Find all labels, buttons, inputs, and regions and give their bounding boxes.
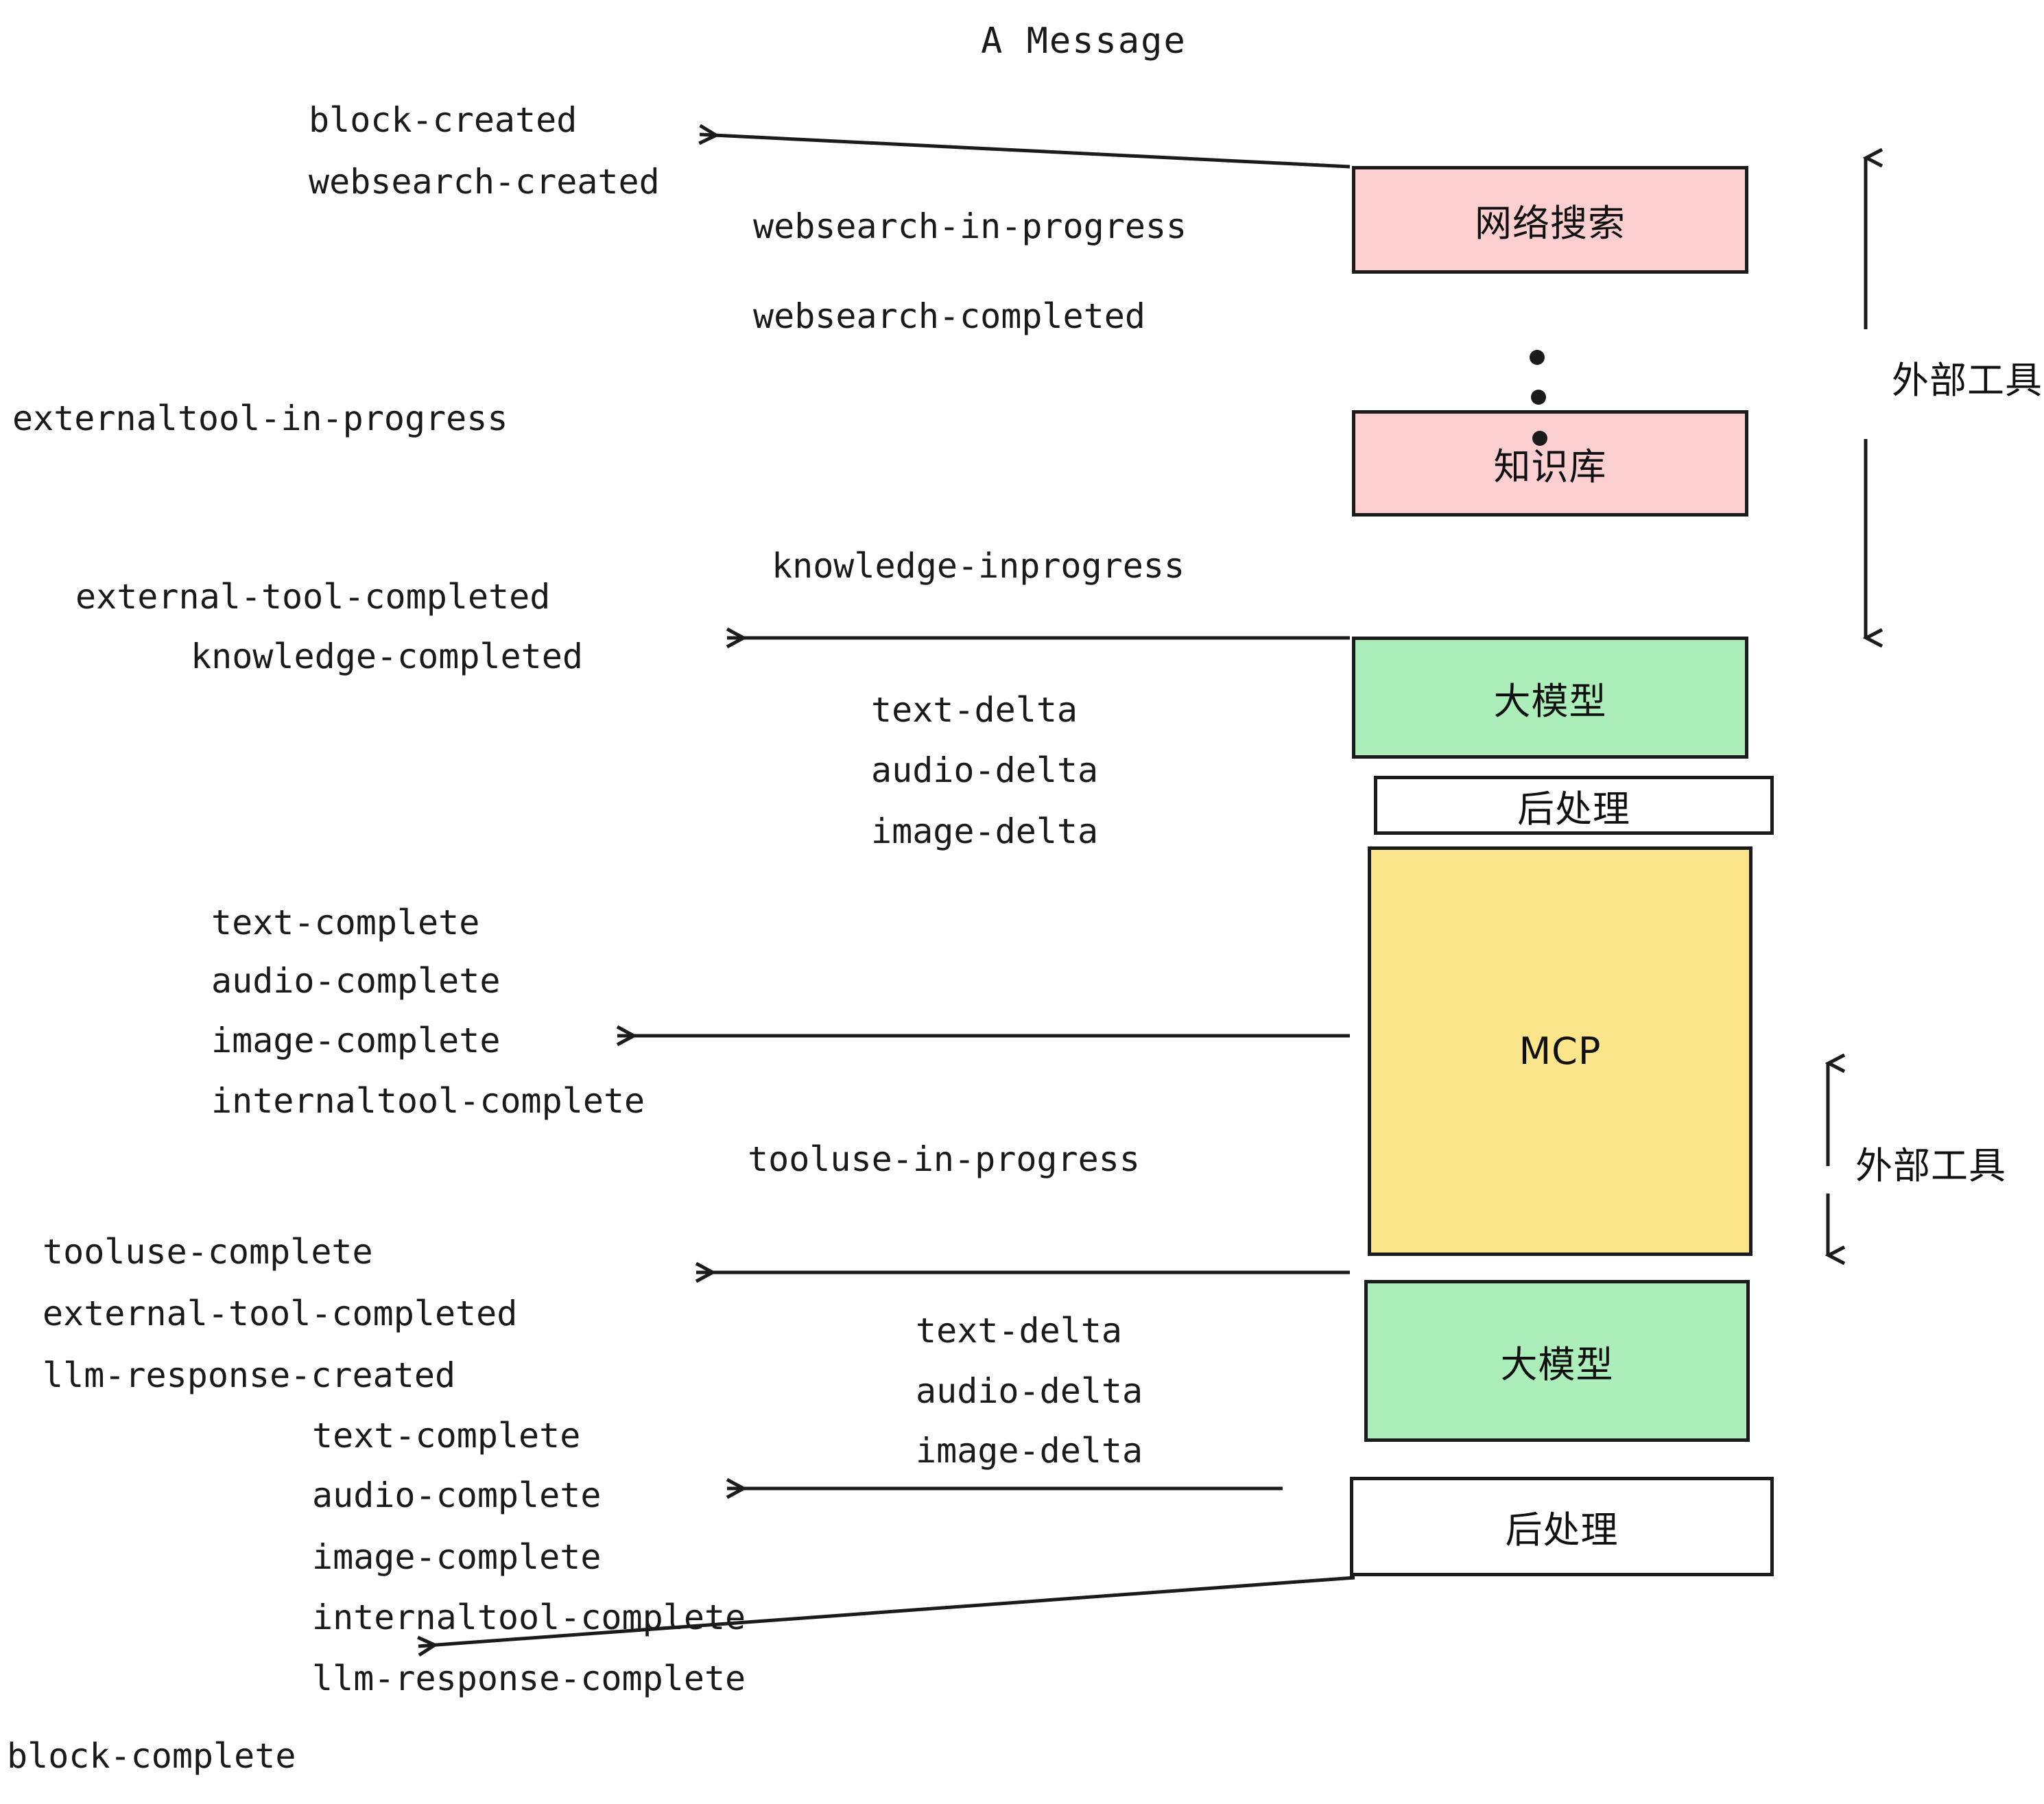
event-tooluse-in-progress: tooluse-in-progress bbox=[748, 1139, 1140, 1179]
box-llm-2[interactable]: 大模型 bbox=[1364, 1280, 1750, 1442]
box-postprocess-2[interactable]: 后处理 bbox=[1350, 1477, 1774, 1576]
event-external-tool-completed-1: external-tool-completed bbox=[75, 577, 551, 617]
event-block-complete: block-complete bbox=[7, 1736, 296, 1776]
event-websearch-created: websearch-created bbox=[309, 162, 660, 202]
dot-3 bbox=[1532, 431, 1547, 446]
box-websearch[interactable]: 网络搜索 bbox=[1352, 166, 1748, 274]
event-websearch-completed: websearch-completed bbox=[753, 296, 1145, 336]
box-mcp[interactable]: MCP bbox=[1368, 846, 1752, 1256]
event-llm-response-created: llm-response-created bbox=[43, 1355, 456, 1395]
dot-1 bbox=[1530, 350, 1545, 365]
event-llm-response-complete: llm-response-complete bbox=[312, 1659, 746, 1698]
event-image-complete-1: image-complete bbox=[211, 1021, 501, 1060]
diagram-title: A Message bbox=[981, 21, 1187, 62]
box-knowledge-base[interactable]: 知识库 bbox=[1352, 410, 1748, 517]
event-audio-complete-1: audio-complete bbox=[211, 961, 501, 1001]
event-text-complete-2: text-complete bbox=[312, 1416, 581, 1456]
box-label: 后处理 bbox=[1517, 787, 1630, 831]
box-label: 知识库 bbox=[1493, 445, 1607, 488]
event-block-created: block-created bbox=[309, 100, 578, 140]
event-audio-delta-2: audio-delta bbox=[916, 1371, 1143, 1411]
event-audio-delta-1: audio-delta bbox=[871, 750, 1099, 790]
event-knowledge-completed: knowledge-completed bbox=[191, 637, 583, 676]
arrow-block-created bbox=[698, 123, 1351, 169]
dot-2 bbox=[1531, 390, 1546, 405]
box-label: MCP bbox=[1519, 1030, 1602, 1073]
event-text-delta-1: text-delta bbox=[871, 690, 1078, 730]
event-tooluse-complete: tooluse-complete bbox=[43, 1232, 373, 1272]
event-text-delta-2: text-delta bbox=[916, 1311, 1123, 1351]
box-label: 后处理 bbox=[1505, 1508, 1619, 1552]
box-label: 网络搜索 bbox=[1475, 202, 1626, 245]
box-label: 大模型 bbox=[1493, 679, 1607, 723]
event-text-complete-1: text-complete bbox=[211, 903, 480, 942]
event-external-tool-completed-2: external-tool-completed bbox=[43, 1294, 518, 1333]
event-internaltool-complete-1: internaltool-complete bbox=[211, 1081, 645, 1121]
event-externaltool-in-progress: externaltool-in-progress bbox=[12, 399, 508, 438]
label-external-tool-top: 外部工具 bbox=[1892, 359, 2043, 402]
event-knowledge-inprogress: knowledge-inprogress bbox=[772, 546, 1185, 586]
box-label: 大模型 bbox=[1500, 1342, 1614, 1386]
box-postprocess-1[interactable]: 后处理 bbox=[1374, 776, 1774, 835]
event-image-complete-2: image-complete bbox=[312, 1537, 602, 1577]
event-websearch-in-progress: websearch-in-progress bbox=[753, 206, 1187, 246]
event-image-delta-1: image-delta bbox=[871, 811, 1099, 851]
label-external-tool-bottom: 外部工具 bbox=[1855, 1144, 2006, 1187]
event-audio-complete-2: audio-complete bbox=[312, 1475, 602, 1515]
event-internaltool-complete-2: internaltool-complete bbox=[312, 1598, 746, 1637]
box-llm-1[interactable]: 大模型 bbox=[1352, 637, 1748, 759]
event-image-delta-2: image-delta bbox=[916, 1431, 1143, 1471]
